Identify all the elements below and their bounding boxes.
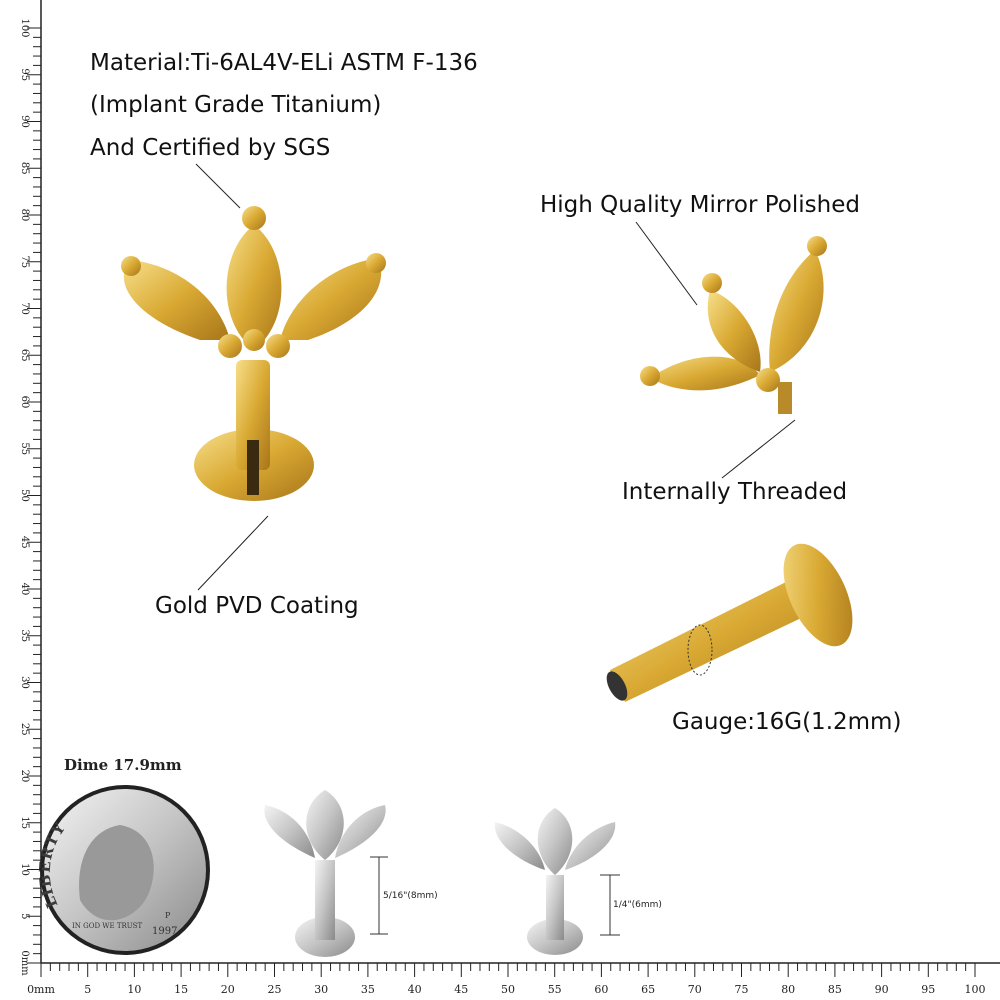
coating-label: Gold PVD Coating (155, 593, 359, 619)
gauge-label: Gauge:16G(1.2mm) (672, 709, 902, 735)
ruler-label-x: 60 (594, 983, 608, 996)
ruler-label-y: 70 (19, 302, 30, 315)
ruler-label-x: 40 (408, 983, 422, 996)
ruler-label-y: 10 (19, 863, 30, 876)
ruler-label-y: 55 (19, 442, 30, 455)
gold-top-angled (640, 236, 827, 414)
ruler-label-x: 15 (174, 983, 188, 996)
ruler-label-x: 0mm (27, 983, 55, 996)
ruler-label-x: 25 (268, 983, 282, 996)
ruler-label-x: 50 (501, 983, 515, 996)
ruler-label-y: 80 (19, 209, 30, 222)
coin-year-text: 1997 (152, 926, 177, 937)
ruler-label-x: 35 (361, 983, 375, 996)
ruler-label-x: 10 (127, 983, 141, 996)
ruler-label-x: 90 (875, 983, 889, 996)
ruler-label-y: 20 (19, 770, 30, 783)
ruler-label-y: 0mm (19, 950, 30, 976)
material-label: Material:Ti-6AL4V-ELi ASTM F-136 (90, 50, 478, 76)
ruler-label-y: 60 (19, 396, 30, 409)
ruler-label-y: 100 (19, 18, 30, 37)
ruler-label-x: 45 (454, 983, 468, 996)
ruler-label-x: 20 (221, 983, 235, 996)
ruler-label-y: 85 (19, 162, 30, 175)
ruler-label-y: 65 (19, 349, 30, 362)
ruler-label-y: 95 (19, 68, 30, 81)
ruler-label-y: 75 (19, 255, 30, 268)
ruler-label-y: 90 (19, 115, 30, 128)
dime-label: Dime 17.9mm (64, 756, 182, 774)
ruler-label-x: 55 (548, 983, 562, 996)
coin-mint-mark: P (165, 911, 171, 920)
ruler-label-x: 30 (314, 983, 328, 996)
length-8mm-label: 5/16"(8mm) (383, 891, 438, 901)
ruler-label-y: 25 (19, 723, 30, 736)
polished-label: High Quality Mirror Polished (540, 192, 860, 218)
threaded-label: Internally Threaded (622, 479, 848, 505)
ruler-label-y: 15 (19, 816, 30, 829)
silver-labret-6mm (494, 808, 620, 955)
ruler-label-x: 5 (84, 983, 91, 996)
ruler-label-x: 95 (921, 983, 935, 996)
material-label-3: And Certified by SGS (90, 135, 331, 161)
ruler-label-x: 75 (735, 983, 749, 996)
ruler-label-y: 50 (19, 489, 30, 502)
ruler-label-x: 70 (688, 983, 702, 996)
ruler-label-y: 5 (19, 913, 30, 919)
material-label-2: (Implant Grade Titanium) (90, 92, 382, 118)
mm-ruler: 0mm0mm5510101515202025253030353540404545… (19, 0, 1000, 996)
ruler-label-y: 45 (19, 536, 30, 549)
ruler-label-y: 30 (19, 676, 30, 689)
ruler-label-x: 65 (641, 983, 655, 996)
ruler-label-x: 85 (828, 983, 842, 996)
ruler-label-x: 80 (781, 983, 795, 996)
dime-coin: LIBERTY IN GOD WE TRUST 1997 P (36, 785, 210, 955)
ruler-label-y: 35 (19, 629, 30, 642)
ruler-label-y: 40 (19, 583, 30, 596)
length-6mm-label: 1/4"(6mm) (613, 900, 662, 910)
silver-labret-8mm (264, 790, 388, 957)
ruler-label-x: 100 (965, 983, 986, 996)
coin-motto-text: IN GOD WE TRUST (72, 922, 142, 930)
gold-labret-front (121, 206, 386, 501)
leader-lines (195, 163, 796, 591)
gold-flat-back-post (606, 543, 853, 702)
